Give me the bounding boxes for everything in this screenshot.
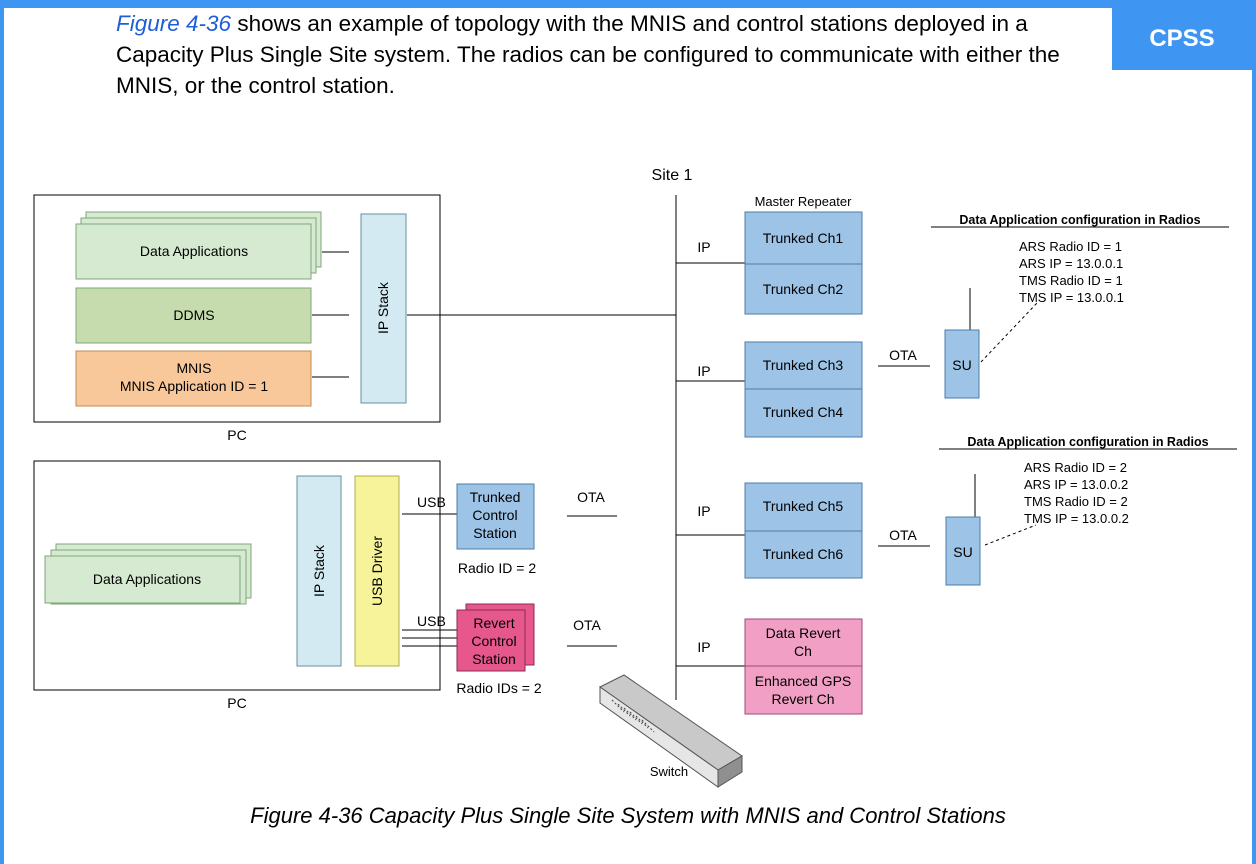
pc1-frame bbox=[33, 194, 441, 423]
gps-revert-line1: Enhanced GPS bbox=[755, 673, 852, 689]
config2-line: ARS IP = 13.0.0.2 bbox=[1024, 477, 1128, 492]
channel-label: Trunked Ch6 bbox=[763, 546, 844, 562]
trunked-control-station: Trunked Control Station bbox=[456, 483, 535, 550]
usb-label-bottom: USB bbox=[417, 613, 446, 629]
revert-control-station: Revert Control Station bbox=[456, 603, 535, 672]
ip-label-1: IP bbox=[697, 239, 710, 255]
mnis-box: MNIS MNIS Application ID = 1 bbox=[75, 350, 312, 407]
config1-line: ARS Radio ID = 1 bbox=[1019, 239, 1122, 254]
cpss-badge: CPSS bbox=[1112, 8, 1252, 70]
switch-label: Switch bbox=[650, 764, 688, 779]
trunked-cs-line3: Station bbox=[473, 525, 517, 541]
revert-cs-radio-id: Radio IDs = 2 bbox=[456, 680, 541, 696]
channel-trunked-ch5: Trunked Ch5 bbox=[744, 482, 863, 532]
config1-line: TMS Radio ID = 1 bbox=[1019, 273, 1123, 288]
trunked-cs-line2: Control bbox=[472, 507, 517, 523]
subscriber-unit-2: SU bbox=[945, 516, 981, 586]
ip-label-2: IP bbox=[697, 363, 710, 379]
data-revert-line2: Ch bbox=[794, 643, 812, 659]
intro-paragraph: Figure 4-36 shows an example of topology… bbox=[116, 8, 1106, 101]
ota-label-su1: OTA bbox=[889, 347, 917, 363]
frame-right-bar bbox=[1252, 0, 1256, 864]
mnis-app-id-label: MNIS Application ID = 1 bbox=[120, 378, 268, 394]
channel-label: Trunked Ch4 bbox=[763, 404, 844, 420]
config1-title: Data Application configuration in Radios bbox=[959, 213, 1200, 227]
config1-line: ARS IP = 13.0.0.1 bbox=[1019, 256, 1123, 271]
pc2-data-applications-label: Data Applications bbox=[93, 571, 201, 587]
data-revert-line1: Data Revert bbox=[766, 625, 841, 641]
config2-title: Data Application configuration in Radios bbox=[967, 435, 1208, 449]
channel-trunked-ch1: Trunked Ch1 bbox=[744, 211, 863, 265]
ddms-label: DDMS bbox=[173, 307, 214, 323]
frame-top-bar bbox=[0, 0, 1256, 8]
pc1-label: PC bbox=[227, 427, 246, 443]
figure-caption: Figure 4-36 Capacity Plus Single Site Sy… bbox=[250, 803, 1006, 828]
revert-cs-line1: Revert bbox=[473, 615, 514, 631]
intro-text: shows an example of topology with the MN… bbox=[116, 11, 1060, 98]
channel-label: Trunked Ch5 bbox=[763, 498, 844, 514]
channel-trunked-ch2: Trunked Ch2 bbox=[744, 263, 863, 315]
channel-label: Trunked Ch2 bbox=[763, 281, 844, 297]
figure-reference-link[interactable]: Figure 4-36 bbox=[116, 11, 232, 36]
pc1-data-applications-label: Data Applications bbox=[140, 243, 248, 259]
master-repeater-label: Master Repeater bbox=[755, 194, 852, 209]
gps-revert-line2: Revert Ch bbox=[771, 691, 834, 707]
ip-label-4: IP bbox=[697, 639, 710, 655]
config2-line: TMS IP = 13.0.0.2 bbox=[1024, 511, 1129, 526]
site-label: Site 1 bbox=[652, 167, 693, 184]
pc2-frame bbox=[33, 460, 441, 691]
pc2-data-applications: Data Applications bbox=[44, 543, 252, 605]
channel-enhanced-gps-revert: Enhanced GPS Revert Ch bbox=[744, 665, 863, 715]
channel-data-revert: Data Revert Ch bbox=[744, 618, 863, 667]
ota-label-su2: OTA bbox=[889, 527, 917, 543]
network-switch-icon bbox=[599, 674, 743, 788]
mnis-label: MNIS bbox=[177, 360, 212, 376]
revert-cs-line2: Control bbox=[471, 633, 516, 649]
channel-trunked-ch6: Trunked Ch6 bbox=[744, 530, 863, 579]
usb-driver-label: USB Driver bbox=[369, 536, 385, 606]
config1-line: TMS IP = 13.0.0.1 bbox=[1019, 290, 1124, 305]
subscriber-unit-1: SU bbox=[944, 329, 980, 399]
pc1-ip-stack-label: IP Stack bbox=[375, 281, 391, 334]
trunked-cs-line1: Trunked bbox=[470, 489, 521, 505]
usb-driver: USB Driver bbox=[354, 475, 400, 667]
pc2-ip-stack-label: IP Stack bbox=[311, 544, 327, 597]
pc1-data-applications: Data Applications bbox=[75, 211, 322, 280]
su2-label: SU bbox=[953, 544, 972, 560]
ota-label-trunked-cs: OTA bbox=[577, 489, 605, 505]
ddms-box: DDMS bbox=[75, 287, 312, 344]
channel-label: Trunked Ch1 bbox=[763, 230, 844, 246]
usb-label-top: USB bbox=[417, 494, 446, 510]
channel-trunked-ch3: Trunked Ch3 bbox=[744, 341, 863, 390]
frame-left-bar bbox=[0, 0, 4, 864]
pc2-ip-stack: IP Stack bbox=[296, 475, 342, 667]
pc1-ip-stack: IP Stack bbox=[360, 213, 407, 404]
ip-label-3: IP bbox=[697, 503, 710, 519]
su1-label: SU bbox=[952, 357, 971, 373]
pc2-label: PC bbox=[227, 695, 246, 711]
config2-line: TMS Radio ID = 2 bbox=[1024, 494, 1128, 509]
channel-label: Trunked Ch3 bbox=[763, 357, 844, 373]
channel-trunked-ch4: Trunked Ch4 bbox=[744, 388, 863, 438]
ota-label-revert-cs: OTA bbox=[573, 617, 601, 633]
revert-cs-line3: Station bbox=[472, 651, 516, 667]
trunked-cs-radio-id: Radio ID = 2 bbox=[458, 560, 536, 576]
config2-line: ARS Radio ID = 2 bbox=[1024, 460, 1127, 475]
